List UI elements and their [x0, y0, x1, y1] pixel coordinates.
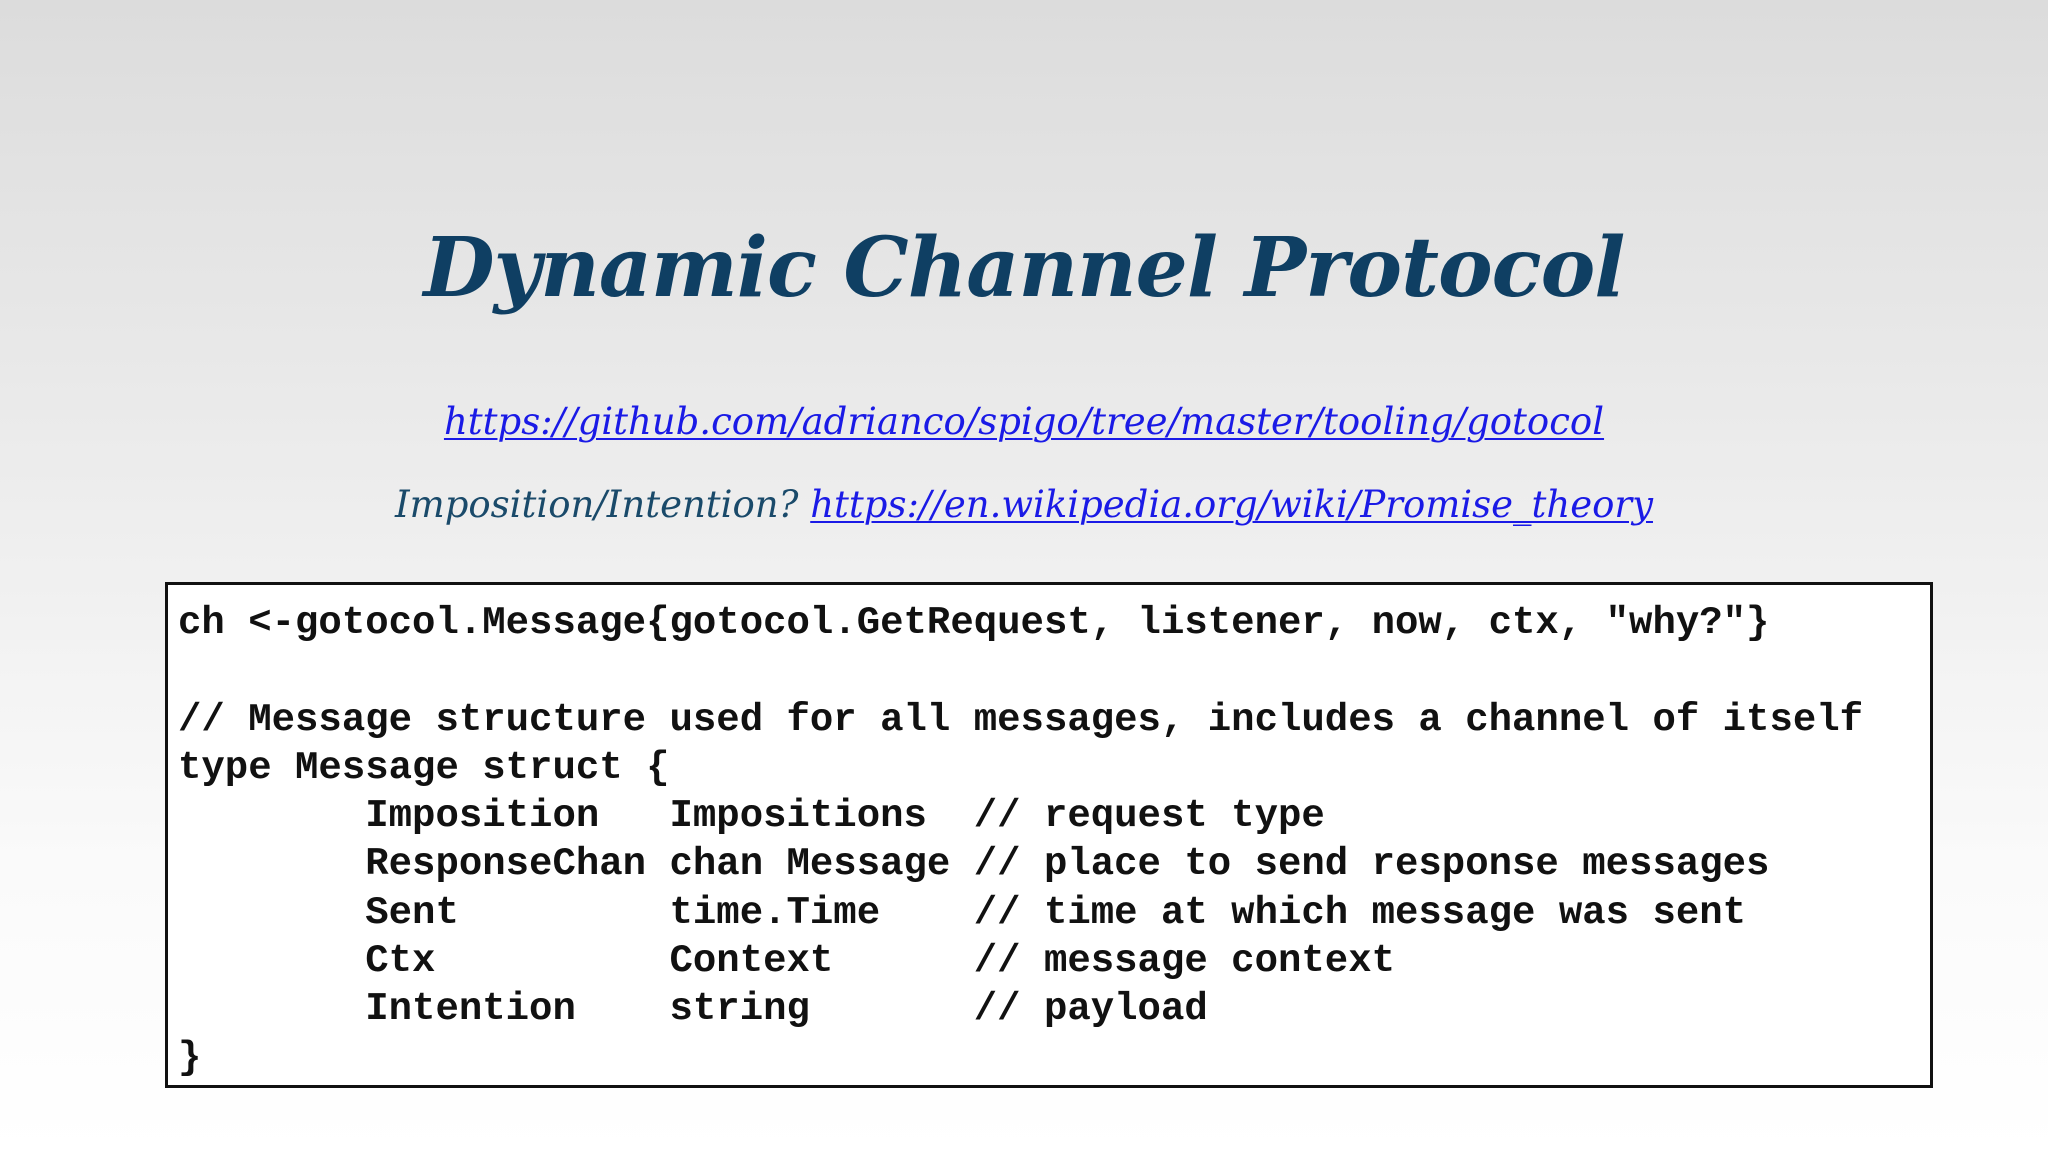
- github-link-line: https://github.com/adrianco/spigo/tree/m…: [0, 397, 2048, 447]
- code-line-9: Intention string // payload: [178, 987, 1208, 1032]
- promise-theory-link[interactable]: https://en.wikipedia.org/wiki/Promise_th…: [810, 483, 1653, 526]
- code-line-7: Sent time.Time // time at which message …: [178, 890, 1747, 935]
- code-line-1: ch <-gotocol.Message{gotocol.GetRequest,…: [178, 601, 1770, 645]
- imposition-intention-label: Imposition/Intention?: [395, 483, 811, 526]
- code-text: ch <-gotocol.Message{gotocol.GetRequest,…: [178, 599, 1863, 1082]
- code-line-6: ResponseChan chan Message // place to se…: [178, 842, 1770, 887]
- code-line-8: Ctx Context // message context: [178, 939, 1395, 984]
- github-link[interactable]: https://github.com/adrianco/spigo/tree/m…: [443, 400, 1605, 443]
- slide-title: Dynamic Channel Protocol: [423, 220, 1626, 316]
- code-line-2: [178, 647, 1863, 695]
- code-line-10: }: [178, 1035, 202, 1080]
- code-line-3: // Message structure used for all messag…: [178, 697, 1864, 742]
- code-block: ch <-gotocol.Message{gotocol.GetRequest,…: [165, 582, 1933, 1088]
- code-line-5: Imposition Impositions // request type: [178, 794, 1325, 839]
- promise-theory-line: Imposition/Intention? https://en.wikiped…: [0, 480, 2048, 530]
- code-line-4: type Message struct {: [178, 745, 670, 790]
